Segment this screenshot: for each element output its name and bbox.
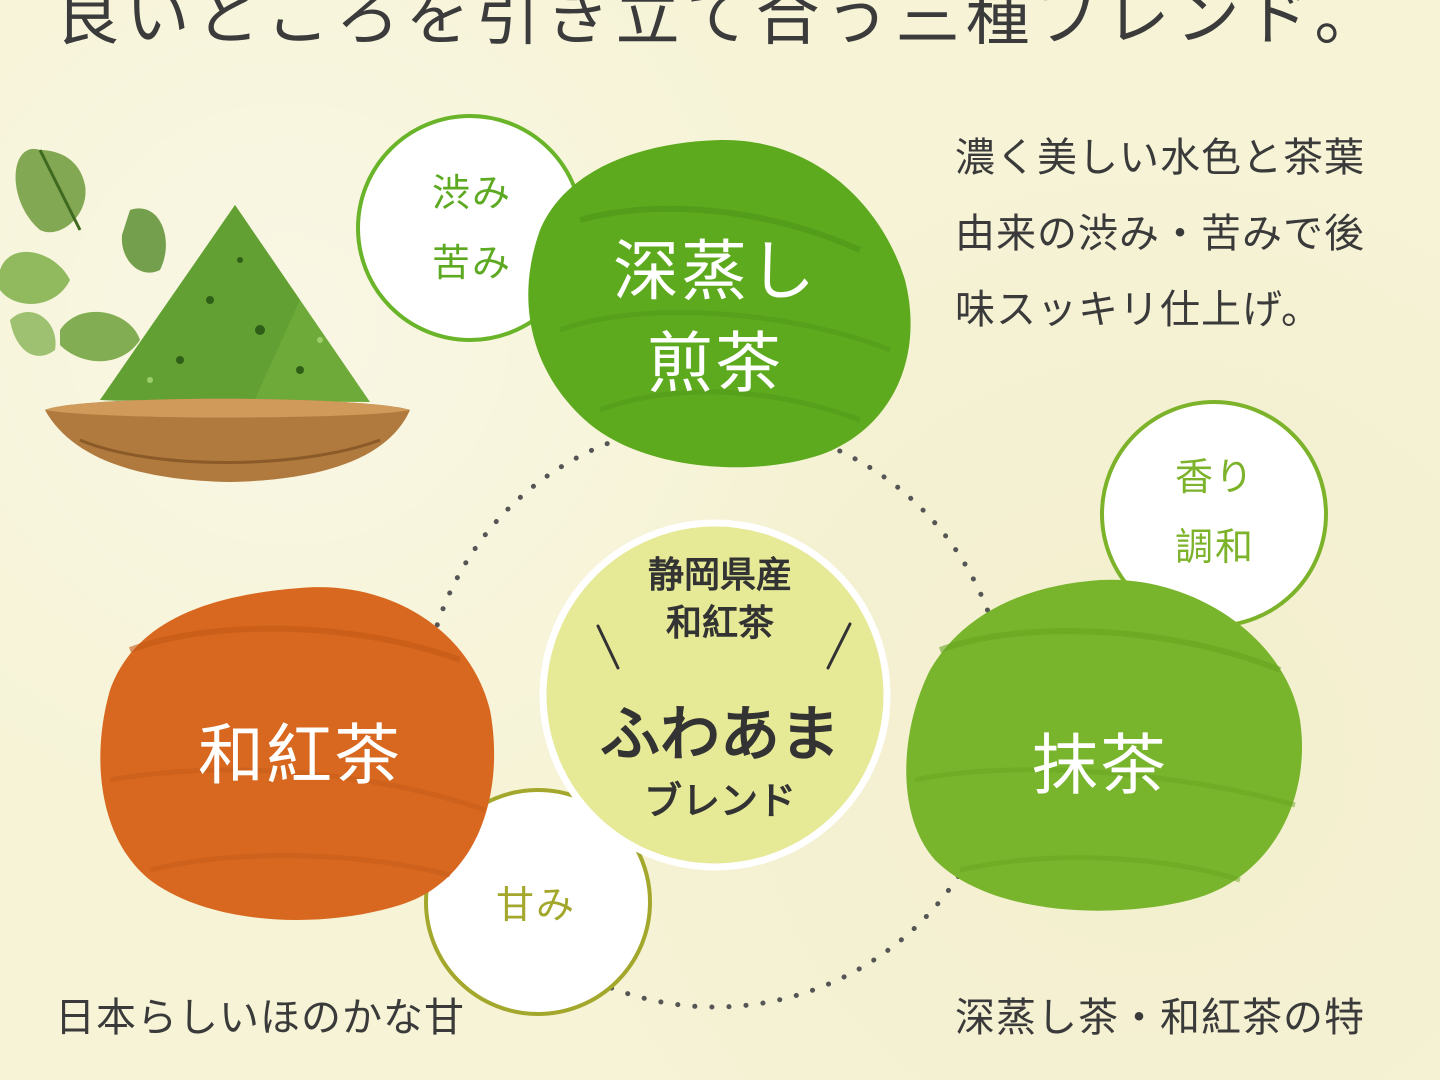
trait-label-wakocha: 甘み bbox=[436, 870, 636, 940]
trait-label-sencha: 渋み 苦み bbox=[372, 158, 572, 298]
trait-label-matcha: 香り 調和 bbox=[1115, 442, 1315, 582]
tea-label-line: 和紅茶 bbox=[198, 717, 402, 794]
center-blend-circle bbox=[539, 519, 891, 871]
description-line: 濃く美しい水色と茶葉 bbox=[955, 135, 1365, 181]
tea-label-line: 煎茶 bbox=[647, 325, 783, 402]
matcha-powder-bowl-icon bbox=[0, 148, 410, 482]
description-line: 由来の渋み・苦みで後 bbox=[955, 211, 1365, 257]
description-line: 味スッキリ仕上げ。 bbox=[955, 287, 1322, 333]
trait-line: 苦み bbox=[431, 241, 512, 285]
wakocha-blob bbox=[100, 587, 495, 920]
sencha-blob bbox=[528, 139, 911, 468]
tea-label-wakocha: 和紅茶 bbox=[150, 710, 450, 802]
trait-line: 渋み bbox=[431, 171, 512, 215]
tea-label-sencha: 深蒸し 煎茶 bbox=[585, 226, 845, 410]
center-origin-line: 静岡県産 bbox=[647, 555, 792, 596]
description-wakocha: 日本らしいほのかな甘 bbox=[55, 980, 465, 1056]
headline: 良いところを引き立て合う三種ブレンド。 bbox=[55, 0, 1385, 55]
blend-sub: ブレンド bbox=[643, 779, 796, 823]
tea-label-line: 抹茶 bbox=[1032, 727, 1168, 804]
accent-mark-left bbox=[596, 624, 620, 670]
trait-line: 香り bbox=[1174, 455, 1255, 499]
trait-bubble-wakocha bbox=[424, 788, 652, 1016]
description-line: 日本らしいほのかな甘 bbox=[55, 995, 465, 1041]
description-line: 深蒸し茶・和紅茶の特 bbox=[955, 995, 1365, 1041]
blend-name: ふわあま bbox=[600, 700, 840, 770]
center-origin-line: 和紅茶 bbox=[665, 603, 774, 644]
description-sencha: 濃く美しい水色と茶葉 由来の渋み・苦みで後 味スッキリ仕上げ。 bbox=[955, 120, 1365, 348]
center-origin: 静岡県産 和紅茶 bbox=[600, 552, 840, 648]
tea-label-line: 深蒸し bbox=[613, 233, 817, 310]
description-matcha: 深蒸し茶・和紅茶の特 bbox=[955, 980, 1365, 1056]
trait-line: 調和 bbox=[1174, 525, 1255, 569]
matcha-blob bbox=[906, 579, 1303, 911]
accent-mark-right bbox=[826, 622, 852, 670]
tea-label-matcha: 抹茶 bbox=[990, 720, 1210, 812]
trait-line: 甘み bbox=[495, 883, 576, 927]
